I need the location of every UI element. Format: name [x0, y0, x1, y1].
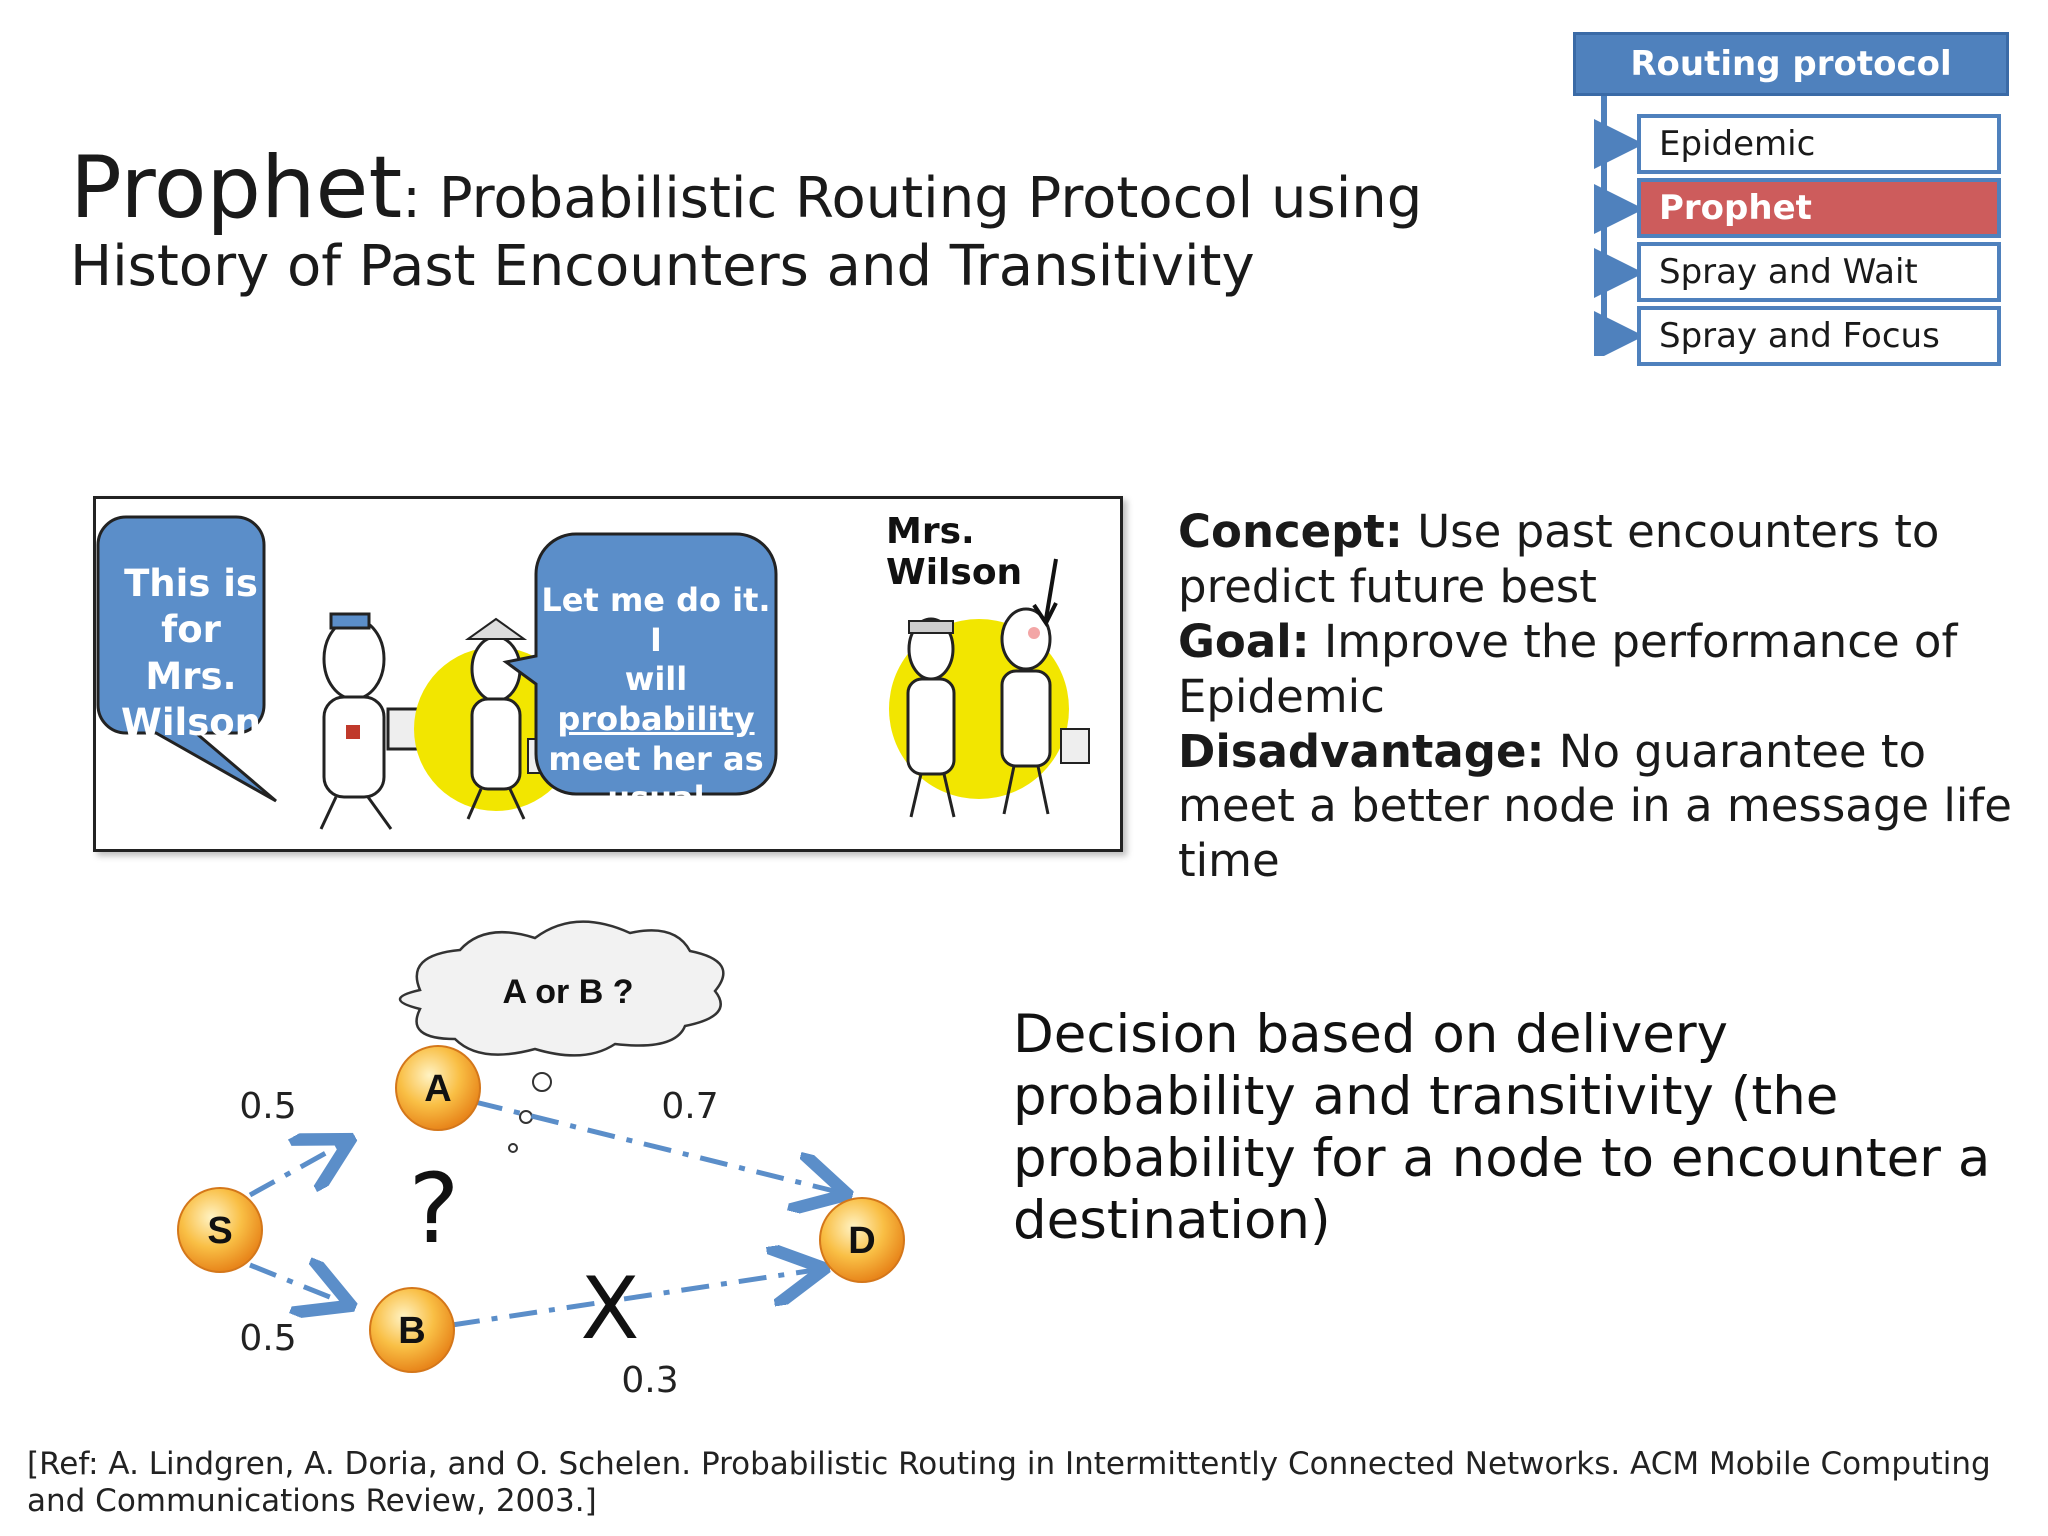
wilson-pointer-arrow [1044, 558, 1058, 620]
mrs-wilson-label: Mrs. Wilson [886, 511, 1023, 593]
mrs-wilson-couple [889, 558, 1090, 818]
reference-citation: [Ref: A. Lindgren, A. Doria, and O. Sche… [27, 1446, 1991, 1520]
concept-label: Concept: [1178, 505, 1403, 558]
edge-s-a [248, 1144, 342, 1198]
cartoon-panel: This is for Mrs. Wilson Let me do it. I … [93, 496, 1123, 852]
blocked-cross: X [581, 1259, 640, 1359]
title-rest: : Probabilistic Routing Protocol using [402, 166, 1423, 231]
thought-dot-3 [508, 1143, 518, 1153]
goal-text: Improve the performance of Epidemic [1178, 614, 1958, 723]
node-d-label: D [848, 1220, 875, 1262]
edge-s-b [249, 1265, 342, 1302]
title-line2: History of Past Encounters and Transitiv… [70, 234, 1255, 300]
goal-label: Goal: [1178, 614, 1310, 668]
concept-text: Use past encounters to predict future be… [1178, 505, 1940, 613]
node-a-label: A [424, 1068, 451, 1110]
edge-b-d-label: 0.3 [621, 1360, 678, 1401]
speech-bubble-left [96, 515, 277, 803]
menu-item-spray-and-focus[interactable]: Spray and Focus [1637, 306, 2001, 366]
edge-a-d-label: 0.7 [661, 1086, 718, 1127]
node-a [395, 1045, 481, 1131]
edge-s-a-label: 0.5 [239, 1086, 296, 1127]
thought-dot-1 [532, 1072, 552, 1092]
routing-graph: A or B ? S A B D 0.5 0.5 0.7 0.3 ? X [177, 920, 905, 1401]
slide-title: Prophet: Probabilistic Routing Protocol … [70, 140, 1450, 299]
menu-item-spray-and-wait[interactable]: Spray and Wait [1637, 242, 2001, 302]
cartoon-illustration [96, 515, 1090, 830]
node-s-label: S [207, 1210, 232, 1252]
edge-b-d [451, 1270, 815, 1328]
thought-cloud [398, 920, 725, 1057]
bubble-left-text: This is for Mrs. Wilson [121, 562, 261, 744]
menu-item-prophet[interactable]: Prophet [1637, 178, 2001, 238]
node-d [819, 1197, 905, 1283]
question-mark: ? [409, 1153, 460, 1265]
bubble-middle-text: Let me do it. I will probability meet he… [541, 581, 771, 818]
disadvantage-text: No guarantee to meet a better node in a … [1178, 724, 2012, 888]
speech-bubble-middle [502, 532, 778, 796]
node-b [369, 1287, 455, 1373]
concept-block: Concept: Use past encounters to predict … [1178, 505, 2028, 889]
menu-item-epidemic[interactable]: Epidemic [1637, 114, 2001, 174]
node-b-label: B [398, 1310, 425, 1352]
edge-s-b-label: 0.5 [239, 1318, 296, 1359]
disadvantage-label: Disadvantage: [1178, 724, 1545, 778]
mailman-figure [319, 612, 430, 830]
cloud-label: A or B ? [503, 973, 634, 1011]
decision-text: Decision based on delivery probability a… [1013, 1004, 1991, 1251]
node-s [177, 1187, 263, 1273]
thought-dot-2 [519, 1110, 533, 1124]
routing-protocol-header: Routing protocol [1573, 32, 2009, 96]
menu-tree-connector [1594, 96, 1644, 356]
title-main: Prophet [70, 138, 403, 238]
edge-a-d [474, 1099, 838, 1192]
